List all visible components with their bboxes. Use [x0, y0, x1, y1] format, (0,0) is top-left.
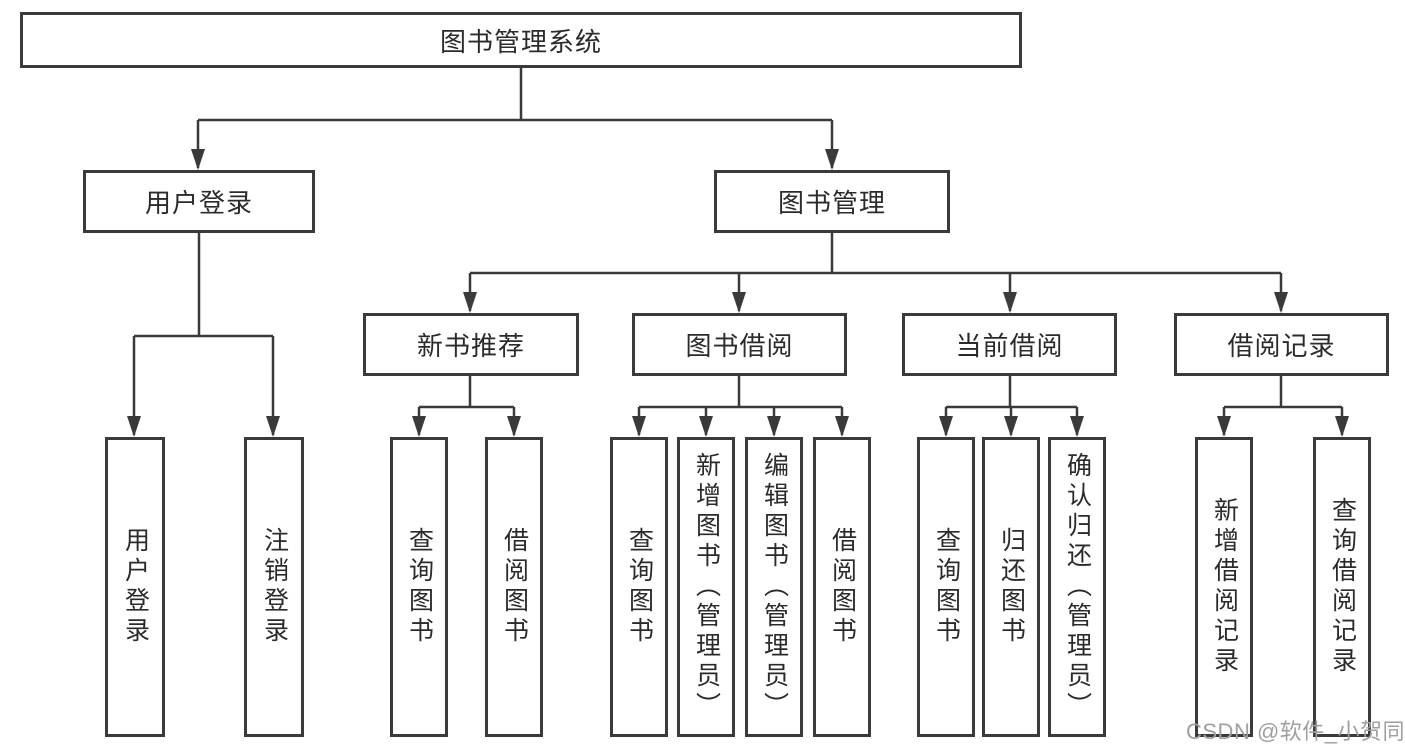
leaf-label: 注销登录: [260, 527, 289, 647]
leaf-label: 查询借阅记录: [1328, 497, 1357, 677]
arrow-down-icon: [825, 149, 839, 170]
node-borrowing-records: 借阅记录: [1174, 313, 1389, 376]
leaf-borrowing-edit-books-admin: 编辑图书（管理员）: [745, 437, 803, 737]
leaf-label: 编辑图书（管理员）: [760, 452, 789, 722]
node-book-borrowing: 图书借阅: [632, 313, 847, 376]
leaf-recommend-borrow-books: 借阅图书: [485, 437, 543, 737]
leaf-current-return-books: 归还图书: [982, 437, 1040, 737]
leaf-logout: 注销登录: [244, 437, 304, 737]
arrow-down-icon: [1274, 292, 1288, 313]
arrow-down-icon: [1335, 416, 1349, 437]
arrow-down-icon: [266, 416, 280, 437]
arrow-down-icon: [939, 416, 953, 437]
arrow-down-icon: [632, 416, 646, 437]
arrow-down-icon: [1217, 416, 1231, 437]
node-library-management-system: 图书管理系统: [20, 12, 1022, 68]
leaf-records-add-borrow-record: 新增借阅记录: [1195, 437, 1253, 737]
leaf-borrowing-add-books-admin: 新增图书（管理员）: [677, 437, 735, 737]
arrow-down-icon: [412, 416, 426, 437]
arrow-down-icon: [732, 292, 746, 313]
leaf-label: 用户登录: [121, 527, 150, 647]
arrow-down-icon: [699, 416, 713, 437]
leaf-label: 借阅图书: [828, 527, 857, 647]
arrow-down-icon: [1004, 416, 1018, 437]
leaf-user-login: 用户登录: [105, 437, 165, 737]
leaf-label: 查询图书: [405, 527, 434, 647]
arrow-down-icon: [1003, 292, 1017, 313]
leaf-label: 新增图书（管理员）: [692, 452, 721, 722]
arrow-down-icon: [1070, 416, 1084, 437]
arrow-down-icon: [507, 416, 521, 437]
arrow-down-icon: [463, 292, 477, 313]
leaf-label: 查询图书: [932, 527, 961, 647]
node-current-borrowing: 当前借阅: [902, 313, 1117, 376]
leaf-label: 新增借阅记录: [1210, 497, 1239, 677]
leaf-borrowing-borrow-books: 借阅图书: [813, 437, 871, 737]
arrow-down-icon: [767, 416, 781, 437]
leaf-current-query-books: 查询图书: [917, 437, 975, 737]
arrow-down-icon: [835, 416, 849, 437]
node-user-login-branch: 用户登录: [83, 170, 315, 233]
leaf-recommend-query-books: 查询图书: [390, 437, 448, 737]
arrow-down-icon: [127, 416, 141, 437]
leaf-current-confirm-return-admin: 确认归还（管理员）: [1048, 437, 1106, 737]
node-new-book-recommendation: 新书推荐: [363, 313, 579, 376]
node-book-management: 图书管理: [714, 170, 950, 233]
arrow-down-icon: [191, 149, 205, 170]
leaf-label: 确认归还（管理员）: [1063, 452, 1092, 722]
csdn-watermark: CSDN @软件_小贺同学: [1186, 719, 1405, 744]
leaf-borrowing-query-books: 查询图书: [610, 437, 668, 737]
leaf-label: 归还图书: [997, 527, 1026, 647]
leaf-label: 查询图书: [625, 527, 654, 647]
leaf-label: 借阅图书: [500, 527, 529, 647]
leaf-records-query-borrow-record: 查询借阅记录: [1313, 437, 1371, 737]
